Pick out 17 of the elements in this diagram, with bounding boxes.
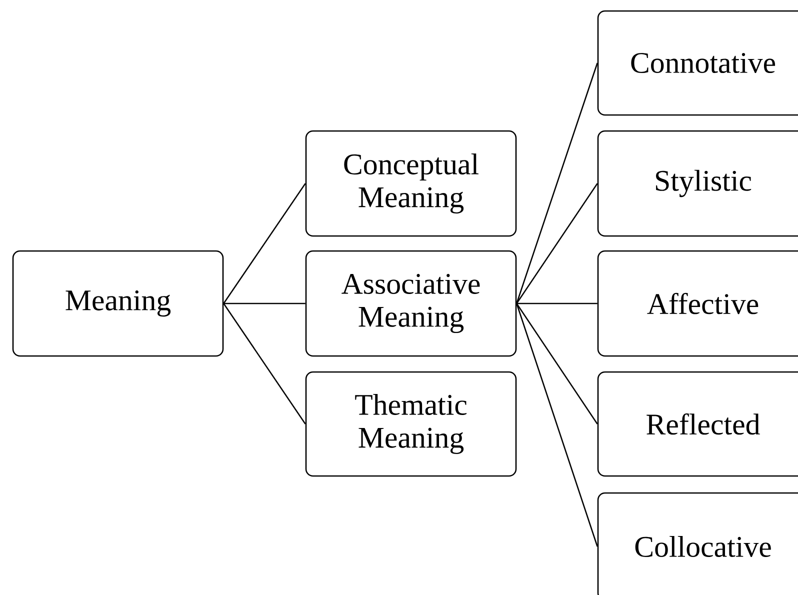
connector-line — [516, 303, 598, 424]
text-box: Reflected — [597, 371, 798, 477]
connector-line — [516, 183, 598, 304]
connector-line — [516, 62, 598, 304]
text-box: Thematic Meaning — [305, 371, 517, 477]
connector-line — [516, 302, 598, 304]
text-box: Meaning — [12, 250, 224, 357]
connector-line — [223, 183, 306, 304]
connector-line — [223, 303, 306, 424]
text-box: Affective — [597, 250, 798, 357]
text-box: Collocative — [597, 492, 798, 595]
connector-line — [224, 302, 306, 304]
text-box: Associative Meaning — [305, 250, 517, 357]
connector-line — [516, 303, 598, 547]
text-box: Stylistic — [597, 130, 798, 237]
text-box: Conceptual Meaning — [305, 130, 517, 237]
text-box: Connotative — [597, 10, 798, 116]
